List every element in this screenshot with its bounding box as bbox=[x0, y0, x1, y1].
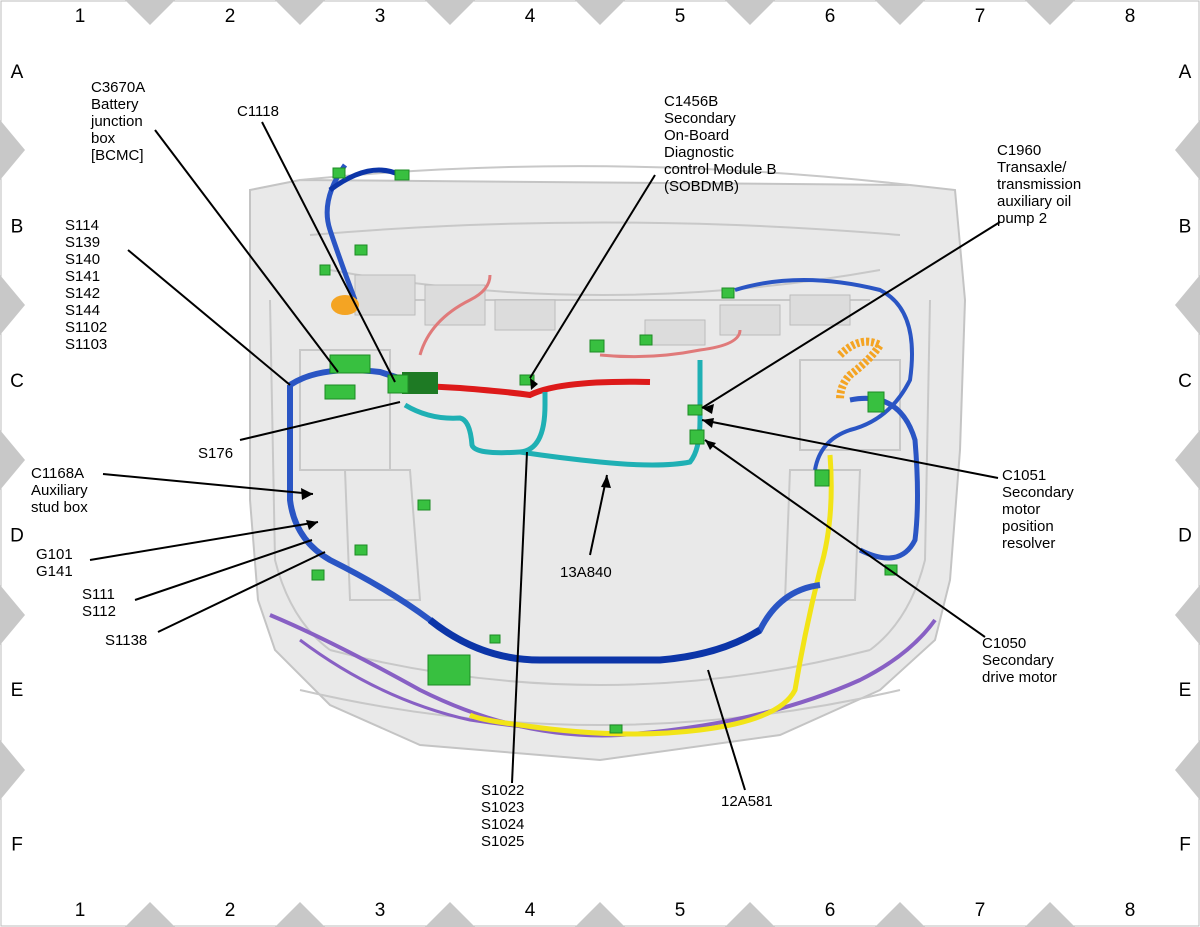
grid-column-label: 5 bbox=[675, 6, 686, 27]
callout-line: G101 bbox=[36, 546, 73, 563]
callout-line: C1050 bbox=[982, 635, 1026, 652]
leader-lines bbox=[89, 121, 1001, 791]
callout-c1118: C1118 bbox=[237, 103, 279, 120]
grid-column-label: 4 bbox=[525, 6, 536, 27]
callout-line: S1103 bbox=[65, 336, 107, 353]
grid-column-label: 2 bbox=[225, 900, 236, 921]
grid-column-label: 8 bbox=[1125, 900, 1136, 921]
grid-column-label: 6 bbox=[825, 6, 836, 27]
grid-row-label: F bbox=[1179, 835, 1191, 856]
grid-column-label: 5 bbox=[675, 900, 686, 921]
callout-line: S1025 bbox=[481, 833, 524, 850]
callout-line: 12A581 bbox=[721, 793, 773, 810]
grid-row-label: B bbox=[11, 217, 24, 238]
callout-line: G141 bbox=[36, 563, 73, 580]
grid-row-label: C bbox=[10, 371, 24, 392]
grid-row-label: E bbox=[11, 680, 24, 701]
callout-line: S140 bbox=[65, 251, 100, 268]
connectors bbox=[311, 167, 898, 734]
callout-line: Secondary bbox=[982, 652, 1054, 669]
callout-line: S111 bbox=[82, 586, 115, 603]
callout-line: C1168A bbox=[31, 465, 84, 482]
callout-line: junction bbox=[90, 113, 143, 130]
callout-line: S144 bbox=[65, 302, 100, 319]
callout-line: S176 bbox=[198, 445, 233, 462]
callout-line: S139 bbox=[65, 234, 100, 251]
callout-line: S1023 bbox=[481, 799, 524, 816]
callout-line: motor bbox=[1002, 501, 1040, 518]
callout-line: box bbox=[91, 130, 116, 147]
callout-line: 13A840 bbox=[560, 564, 612, 581]
callout-line: S1024 bbox=[481, 816, 524, 833]
callout-line: Battery bbox=[91, 96, 139, 113]
callout-line: resolver bbox=[1002, 535, 1055, 552]
callout-line: S1022 bbox=[481, 782, 524, 799]
grid-row-label: D bbox=[10, 526, 24, 547]
grid-row-label: A bbox=[11, 62, 24, 83]
callout-line: (SOBDMB) bbox=[664, 178, 739, 195]
grid-column-label: 7 bbox=[975, 900, 986, 921]
grid-row-label: F bbox=[11, 835, 23, 856]
callout-line: C1118 bbox=[237, 103, 279, 120]
grid-column-label: 7 bbox=[975, 6, 986, 27]
grid-row-label: A bbox=[1179, 62, 1192, 83]
callout-line: control Module B bbox=[664, 161, 777, 178]
callout-line: Transaxle/ bbox=[997, 159, 1067, 176]
callout-12a581: 12A581 bbox=[721, 793, 773, 810]
callout-line: Secondary bbox=[664, 110, 736, 127]
grid-column-label: 4 bbox=[525, 900, 536, 921]
callout-line: S114 bbox=[65, 217, 99, 234]
grid-column-label: 2 bbox=[225, 6, 236, 27]
callout-line: C1960 bbox=[997, 142, 1041, 159]
callout-line: position bbox=[1002, 518, 1054, 535]
grid-row-label: D bbox=[1178, 526, 1192, 547]
callout-line: S141 bbox=[65, 268, 100, 285]
callout-13a840: 13A840 bbox=[560, 564, 612, 581]
grid-row-label: E bbox=[1179, 680, 1192, 701]
callout-line: C3670A bbox=[91, 79, 145, 96]
callout-line: S112 bbox=[82, 603, 116, 620]
callout-line: S1138 bbox=[105, 632, 147, 649]
callout-line: transmission bbox=[997, 176, 1081, 193]
callout-line: drive motor bbox=[982, 669, 1057, 686]
callout-line: S142 bbox=[65, 285, 100, 302]
callout-line: On-Board bbox=[664, 127, 729, 144]
grid-row-label: B bbox=[1179, 217, 1192, 238]
wire-harnesses bbox=[269, 163, 937, 738]
callout-line: Secondary bbox=[1002, 484, 1074, 501]
callout-s1138: S1138 bbox=[105, 632, 147, 649]
callout-line: [BCMC] bbox=[91, 147, 144, 164]
grid-column-label: 8 bbox=[1125, 6, 1136, 27]
grid-column-label: 1 bbox=[75, 900, 86, 921]
callout-line: pump 2 bbox=[997, 210, 1047, 227]
callout-line: stud box bbox=[31, 499, 88, 516]
callout-line: C1456B bbox=[664, 93, 718, 110]
callout-line: S1102 bbox=[65, 319, 107, 336]
grid-column-label: 1 bbox=[75, 6, 86, 27]
callout-line: Auxiliary bbox=[31, 482, 88, 499]
callout-line: C1051 bbox=[1002, 467, 1046, 484]
vehicle-front-end bbox=[249, 165, 967, 762]
callout-line: auxiliary oil bbox=[997, 193, 1071, 210]
grid-column-label: 6 bbox=[825, 900, 836, 921]
grid-row-label: C bbox=[1178, 371, 1192, 392]
callout-s176: S176 bbox=[198, 445, 233, 462]
callout-line: Diagnostic bbox=[664, 144, 735, 161]
grid-column-label: 3 bbox=[375, 900, 386, 921]
grid-column-label: 3 bbox=[375, 6, 386, 27]
